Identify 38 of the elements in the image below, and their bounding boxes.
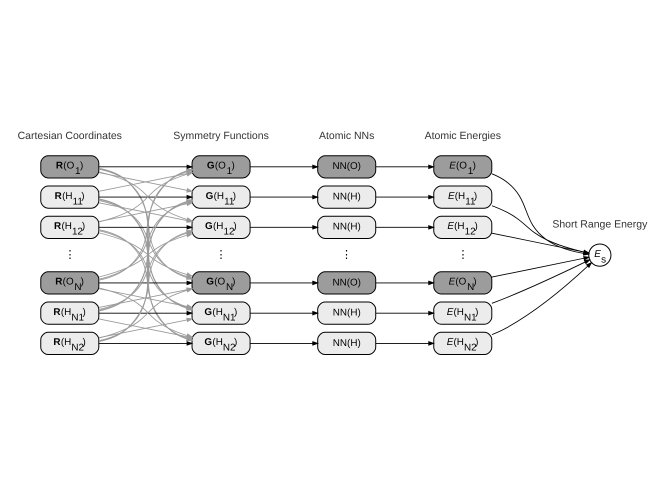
node-box: NN(O) [317,270,376,294]
arrow [98,194,194,199]
arrow [376,224,435,230]
arrow [98,164,194,169]
label: Cartesian Coordinates [18,130,122,142]
arrow [250,340,319,346]
label: Atomic Energies [424,130,501,142]
arrow [98,310,194,315]
arrow [250,224,319,230]
arrow [492,204,590,254]
arrow [250,164,319,169]
label: ⋮ [341,248,352,260]
node-box: NN(H) [317,215,376,238]
arrow [491,258,591,304]
arrow [250,310,319,315]
arrow [491,256,590,278]
label: Short Range Energy [552,218,648,230]
node-box: NN(O) [317,154,376,178]
arrow [98,280,194,285]
node-box: NN(H) [317,301,376,324]
arrow [98,340,194,346]
label: Symmetry Functions [173,130,269,142]
arrow [250,280,319,285]
arrow [376,194,435,199]
arrow [376,280,435,285]
label: ⋮ [457,248,468,260]
arrow [491,232,590,254]
arrow [376,310,435,315]
arrow [250,194,319,199]
label: ⋮ [216,248,227,260]
arrow [491,261,592,335]
label: ⋮ [64,248,76,260]
node-box: NN(H) [317,184,376,208]
arrow [376,340,435,346]
arrow [98,224,194,230]
arrow [376,164,435,169]
node-box: NN(H) [317,331,376,355]
label: Atomic NNs [319,130,374,142]
